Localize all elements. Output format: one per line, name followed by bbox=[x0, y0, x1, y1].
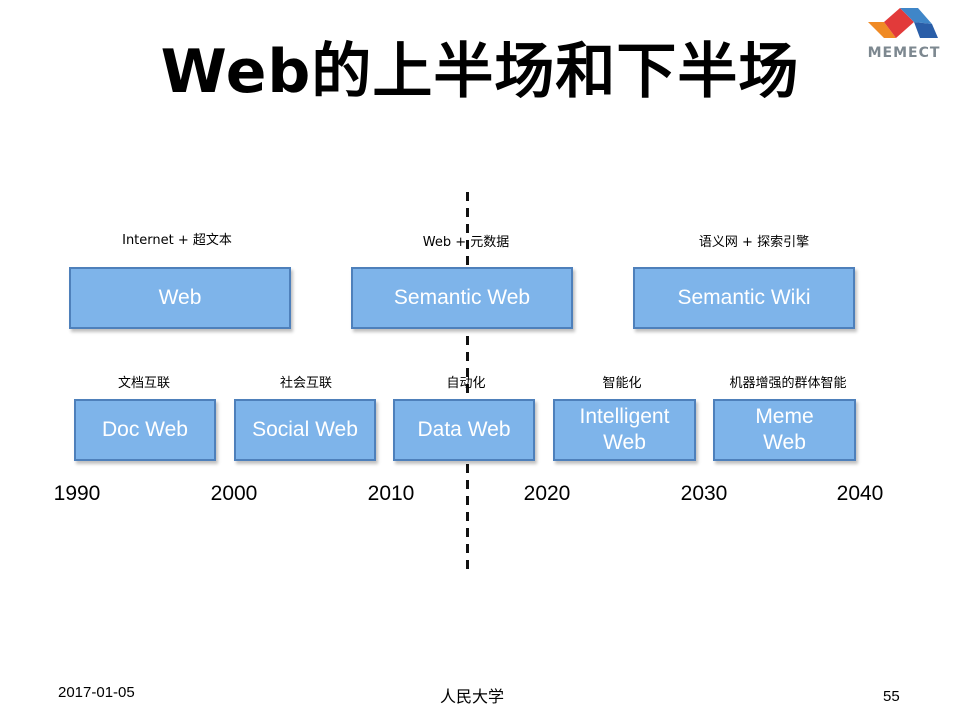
footer-org: 人民大学 bbox=[440, 687, 505, 706]
year-2000: 2000 bbox=[210, 482, 258, 505]
box-doc-web-label: Doc Web bbox=[102, 417, 188, 441]
memect-logo bbox=[868, 8, 938, 38]
box-social-web-label: Social Web bbox=[252, 417, 358, 441]
box-intelligent-web: Intelligent Web bbox=[553, 399, 696, 461]
caption-doc-web: 文档互联 bbox=[117, 376, 170, 391]
box-data-web-label: Data Web bbox=[417, 417, 511, 441]
box-semantic-web-label: Semantic Web bbox=[393, 285, 531, 309]
page-number: 55 bbox=[883, 688, 900, 705]
box-web: Web bbox=[69, 267, 291, 329]
logo-text: MEMECT bbox=[867, 45, 941, 61]
year-2020: 2020 bbox=[523, 482, 571, 505]
caption-meme-web: 机器增强的群体智能 bbox=[729, 376, 847, 391]
box-data-web: Data Web bbox=[393, 399, 535, 461]
year-2010: 2010 bbox=[367, 482, 415, 505]
box-web-label: Web bbox=[158, 285, 202, 309]
year-2030: 2030 bbox=[680, 482, 728, 505]
caption-semantic-web: Web + 元数据 bbox=[422, 235, 510, 250]
box-semantic-web: Semantic Web bbox=[351, 267, 573, 329]
caption-intelligent-web: 智能化 bbox=[602, 376, 642, 391]
box-doc-web: Doc Web bbox=[74, 399, 216, 461]
footer-date: 2017-01-05 bbox=[58, 684, 135, 701]
box-meme-web-label: Meme Web bbox=[755, 404, 814, 454]
box-meme-web: Meme Web bbox=[713, 399, 856, 461]
caption-data-web: 自动化 bbox=[446, 376, 486, 391]
caption-semantic-wiki: 语义网 + 探索引擎 bbox=[698, 235, 810, 250]
box-intelligent-web-label: Intelligent Web bbox=[579, 404, 670, 454]
caption-web: Internet + 超文本 bbox=[122, 233, 232, 248]
box-semantic-wiki: Semantic Wiki bbox=[633, 267, 855, 329]
box-semantic-wiki-label: Semantic Wiki bbox=[677, 285, 811, 309]
year-2040: 2040 bbox=[836, 482, 884, 505]
slide-title: Web的上半场和下半场 bbox=[160, 37, 800, 107]
caption-social-web: 社会互联 bbox=[279, 376, 332, 391]
year-1990: 1990 bbox=[53, 482, 101, 505]
box-social-web: Social Web bbox=[234, 399, 376, 461]
